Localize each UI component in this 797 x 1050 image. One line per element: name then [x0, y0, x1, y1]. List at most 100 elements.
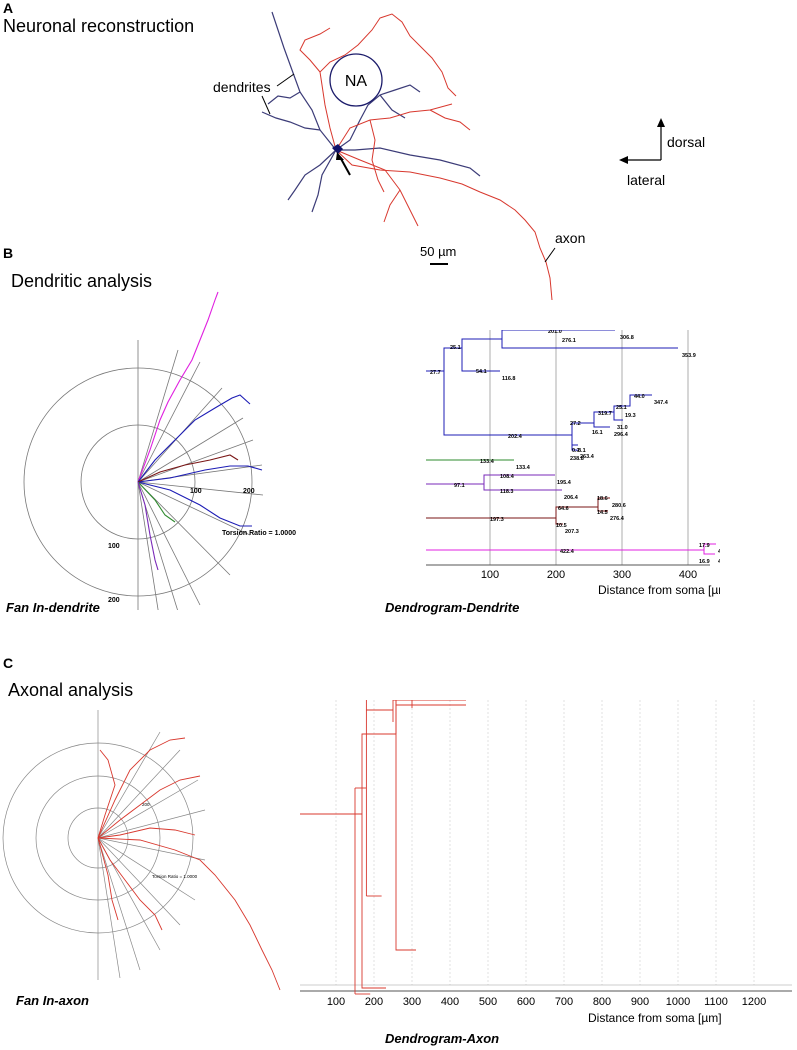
- dendrite-branch-label: 306.8: [620, 335, 634, 341]
- dendrite-branch-label: 27.7: [430, 370, 441, 376]
- panel-b-title: Dendritic analysis: [11, 271, 153, 291]
- fan-ring-label-3: 100: [108, 543, 120, 550]
- dendrogram-magenta: [426, 543, 716, 555]
- dendrite-branch-label: 108.4: [500, 474, 515, 480]
- dorsal-arrowhead: [657, 118, 665, 127]
- dendrite-branch-label: 347.4: [654, 400, 669, 406]
- dendrite-branch-label: 440.4: [718, 549, 720, 555]
- fan-branch-blue-1: [137, 394, 251, 483]
- lateral-label: lateral: [627, 172, 665, 188]
- dendrite-gridlines: [489, 330, 689, 565]
- dendrite-branch-label: 19.3: [625, 413, 636, 419]
- soma-arrowhead: [336, 152, 344, 160]
- dendrite-branch-label: 197.3: [490, 517, 504, 523]
- dendrogram-branch-labels: 201.0306.865.0276.1353.925.154.1116.827.…: [430, 330, 720, 565]
- dendrite-branch-label: 25.1: [450, 345, 461, 351]
- fan-branch-purple: [137, 481, 159, 571]
- panel-a-title: Neuronal reconstruction: [3, 16, 195, 36]
- axon-tree: [299, 13, 553, 300]
- panel-c-title: Axonal analysis: [8, 680, 134, 700]
- panel-b-letter: B: [3, 245, 14, 261]
- fan-in-dendrite-caption: Fan In-dendrite: [6, 600, 100, 615]
- dendrite-branch-label: 27.2: [570, 421, 581, 427]
- dendrite-branch-label: 116.8: [502, 376, 515, 382]
- fan-ring-label-2: 200: [243, 488, 255, 495]
- dendrite-branch-label: 133.4: [480, 459, 495, 465]
- axon-fan-torsion: Torsion Ratio = 1.0000: [152, 874, 198, 879]
- dendrite-branch-label: 18.6: [597, 496, 608, 502]
- dorsal-label: dorsal: [667, 134, 705, 150]
- axon-tick-400: 400: [441, 996, 459, 1008]
- dendrite-branch-label: 17.9: [699, 543, 710, 549]
- fan-branch-green: [137, 481, 176, 523]
- dendrite-branch-label: 8.1: [578, 448, 586, 454]
- dendrite-tick-300: 300: [613, 569, 631, 581]
- soma: [332, 144, 343, 154]
- axon-tick-1100: 1100: [704, 996, 728, 1008]
- dendrites-pointer-2: [261, 95, 271, 115]
- dendrite-branch-label: 276.1: [562, 338, 576, 344]
- dendrite-branch-label: 25.1: [616, 405, 627, 411]
- dendrogram-brown: [426, 497, 610, 525]
- dendrite-branch-label: 296.4: [614, 432, 629, 438]
- dendrite-branch-label: 206.4: [564, 495, 579, 501]
- dendrogram-dendrite-caption: Dendrogram-Dendrite: [385, 600, 520, 615]
- axon-pointer: [544, 247, 556, 263]
- axon-label: axon: [555, 230, 585, 246]
- dendrite-branch-label: 319.7: [598, 411, 612, 417]
- axon-fan-tree: [97, 737, 281, 991]
- dendrite-xlabel: Distance from soma [µm]: [598, 583, 720, 597]
- axon-dendrogram-generated: [300, 700, 413, 995]
- fan-in-axon: 200 Torsion Ratio = 1.0000: [2, 710, 281, 991]
- dendrite-branch-label: 14.5: [597, 510, 608, 516]
- dendrite-branch-label: 54.1: [476, 369, 487, 375]
- axon-tick-700: 700: [555, 996, 573, 1008]
- axon-tick-1200: 1200: [742, 996, 766, 1008]
- axon-gridlines: [335, 700, 755, 985]
- axon-tick-600: 600: [517, 996, 535, 1008]
- panel-a-letter: A: [3, 0, 14, 16]
- fan-in-dendrite: 100 200 100 200 Torsion Ratio = 1.0000: [23, 291, 296, 610]
- fan-ring-label-1: 100: [190, 488, 202, 495]
- dendrite-branch-label: 422.4: [560, 549, 575, 555]
- dendrite-branch-label: 16.1: [592, 430, 603, 436]
- axon-tick-300: 300: [403, 996, 421, 1008]
- dendrite-branch-label: 201.0: [548, 330, 562, 335]
- axon-tick-200: 200: [365, 996, 383, 1008]
- dendrogram-blue: [426, 330, 678, 451]
- dendrite-tick-400: 400: [679, 569, 697, 581]
- scale-label: 50 µm: [420, 244, 456, 259]
- dendrite-branch-label: 263.4: [580, 454, 595, 460]
- fan-branch-magenta: [137, 291, 219, 483]
- dendrogram-dendrite: 201.0306.865.0276.1353.925.154.1116.827.…: [426, 330, 720, 597]
- dendrite-branch-label: 64.6: [558, 506, 569, 512]
- dendrites-label: dendrites: [213, 79, 271, 95]
- dendrite-branch-label: 207.3: [565, 529, 579, 535]
- axon-fan-ring-label: 200: [142, 802, 150, 807]
- dendrites-pointer-1: [276, 73, 295, 87]
- fan-branch-blue-2: [137, 465, 263, 483]
- axon-tick-900: 900: [631, 996, 649, 1008]
- dendrite-branch-label: 44.0: [634, 394, 645, 400]
- axon-dendrogram-tree: [300, 700, 466, 989]
- neuron-reconstruction: NA dendrites axon dorsal lateral 50 µm: [213, 11, 705, 300]
- dendrite-branch-label: 195.4: [557, 480, 572, 486]
- dendrite-branch-label: 276.4: [610, 516, 625, 522]
- dendrite-tick-100: 100: [481, 569, 499, 581]
- na-circle: [329, 53, 383, 107]
- fan-branch-brown: [137, 454, 239, 483]
- dendrogram-axon-caption: Dendrogram-Axon: [385, 1031, 500, 1046]
- dendrite-branch-label: 202.4: [508, 434, 523, 440]
- dendrite-tree: [261, 11, 481, 213]
- axon-tick-500: 500: [479, 996, 497, 1008]
- dendrite-branch-label: 118.3: [500, 489, 513, 495]
- axon-xlabel: Distance from soma [µm]: [588, 1011, 722, 1025]
- axon-tick-1000: 1000: [666, 996, 690, 1008]
- dendrite-branch-label: 16.9: [699, 559, 710, 565]
- dendrogram-purple: [426, 474, 562, 491]
- fan-ring-label-4: 200: [108, 597, 120, 604]
- dendrite-branch-label: 238.8: [570, 456, 584, 462]
